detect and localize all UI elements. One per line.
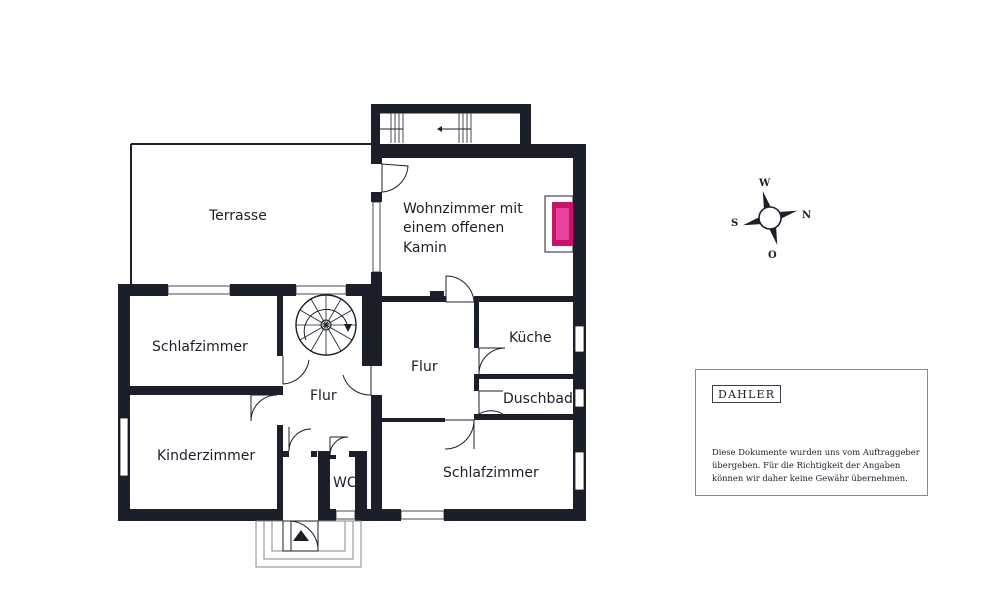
- outside-stairs: [371, 104, 531, 146]
- room-label-childrens-room: Kinderzimmer: [157, 448, 255, 464]
- room-label-shower-bath: Duschbad: [503, 391, 573, 407]
- spiral-staircase: [295, 294, 357, 356]
- compass-top: W: [758, 178, 771, 189]
- disclaimer-line-2: übergeben. Für die Richtigkeit der Angab…: [712, 460, 901, 470]
- room-label-wc: WC: [333, 475, 357, 491]
- entrance-arrow-icon: [293, 530, 309, 541]
- room-label-living-1: Wohnzimmer mit: [403, 201, 523, 217]
- brand-logo: DAHLER: [712, 385, 782, 403]
- stair-arrow-head: [344, 324, 352, 332]
- entrance: [255, 520, 362, 568]
- room-label-bedroom-left: Schlafzimmer: [152, 339, 248, 355]
- compass-left: S: [731, 218, 738, 229]
- room-label-kitchen: Küche: [509, 330, 552, 346]
- compass-right: N: [802, 210, 811, 221]
- fireplace: [544, 195, 574, 253]
- disclaimer-line-1: Diese Dokumente wurden uns vom Auftragge…: [712, 447, 920, 457]
- room-label-terrace: Terrasse: [208, 208, 267, 224]
- terrace: [130, 143, 371, 285]
- compass: W S N O: [731, 178, 811, 261]
- disclaimer-box: DAHLER Diese Dokumente wurden uns vom Au…: [695, 369, 928, 496]
- room-label-bedroom-right: Schlafzimmer: [443, 465, 539, 481]
- compass-bottom: O: [768, 250, 777, 261]
- room-label-living-3: Kamin: [403, 240, 447, 256]
- stairs-arrow-head-2: [437, 126, 442, 132]
- windows: [119, 201, 585, 520]
- room-label-living-2: einem offenen: [403, 220, 504, 236]
- room-label-hall-left: Flur: [310, 388, 337, 404]
- stairs-arrow-head-1: [373, 126, 378, 132]
- room-label-hall-center: Flur: [411, 359, 438, 375]
- doors: [250, 163, 506, 456]
- disclaimer-text: Diese Dokumente wurden uns vom Auftragge…: [712, 446, 922, 485]
- disclaimer-line-3: können wir daher keine Gewähr übernehmen…: [712, 473, 908, 483]
